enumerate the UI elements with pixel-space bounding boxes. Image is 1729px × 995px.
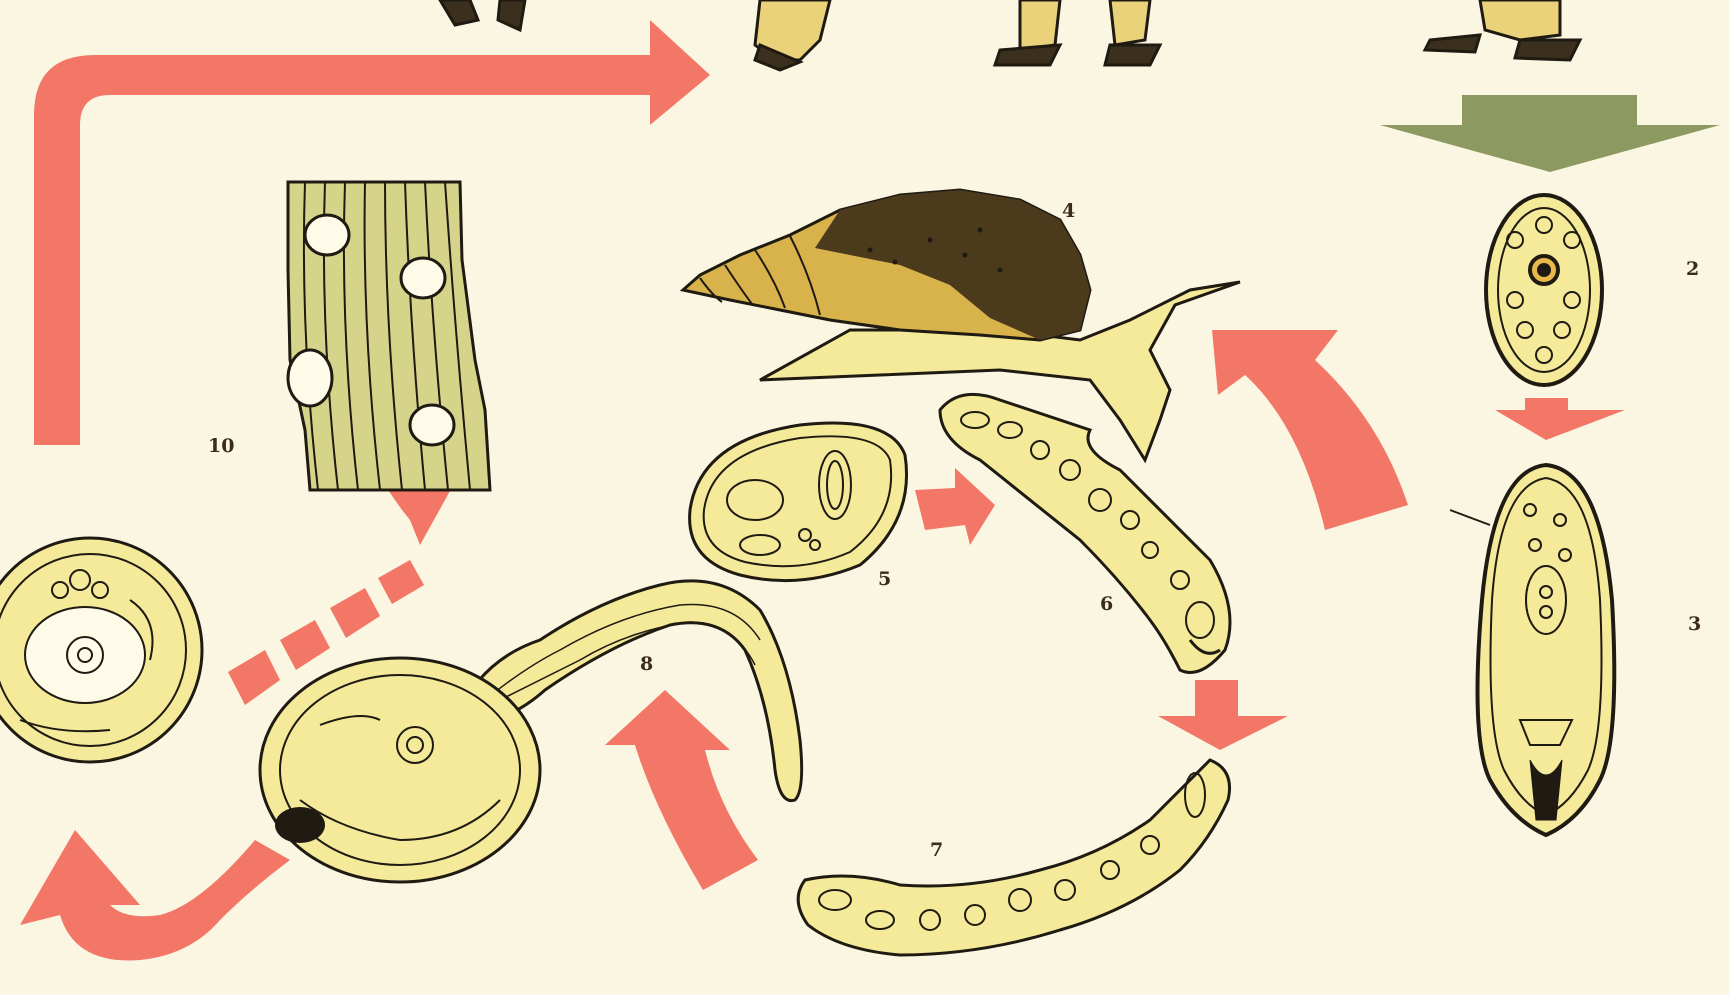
stage-label-4: 4 (1062, 200, 1075, 222)
stage-label-10: 10 (208, 435, 234, 457)
sporocyst-icon (690, 423, 907, 581)
arrow-redia-to-cercaria (605, 690, 758, 890)
stage-label-6: 6 (1100, 593, 1113, 615)
arrow-cercaria-to-cyst (20, 830, 290, 960)
redia-icon (798, 760, 1229, 955)
arrow-redia-to-daughter-redia (1158, 680, 1288, 750)
stage-label-7: 7 (930, 839, 943, 861)
arrow-sporocyst-to-redia (915, 468, 995, 545)
green-down-arrow (1380, 95, 1720, 172)
grass-blade-cysts-icon (288, 182, 490, 490)
arrow-egg-to-miracidium (1495, 398, 1625, 440)
stage-label-3: 3 (1688, 613, 1701, 635)
miracidium-icon (1450, 465, 1614, 835)
stage-label-5: 5 (878, 568, 891, 590)
redia-icon (940, 394, 1230, 672)
stage-label-2: 2 (1686, 258, 1699, 280)
metacercaria-cyst-icon (0, 538, 202, 762)
egg-icon (1486, 195, 1602, 385)
stage-label-8: 8 (640, 653, 653, 675)
arrow-miracidium-to-snail (1212, 330, 1408, 530)
